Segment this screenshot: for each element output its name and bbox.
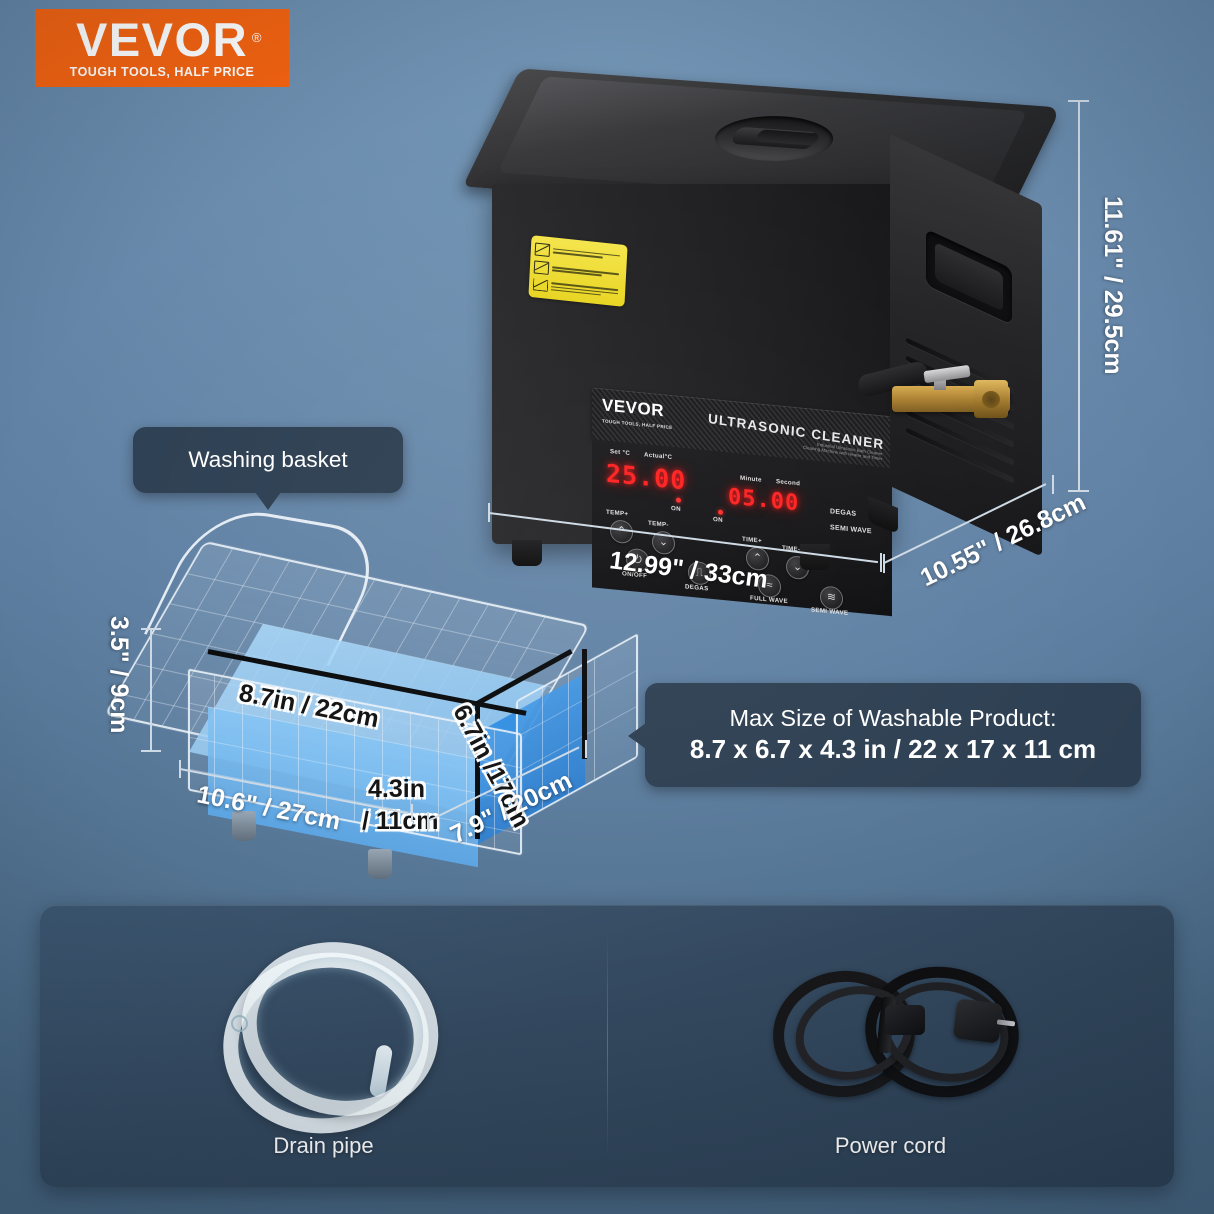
no-heat-icon	[533, 260, 550, 275]
warning-sticker	[528, 235, 628, 307]
power-cord-label: Power cord	[834, 1133, 947, 1158]
accessory-drain-pipe: Drain pipe	[40, 905, 607, 1187]
drain-valve	[856, 359, 1030, 432]
callout-pointer	[255, 492, 281, 510]
degas-indicator-label: DEGAS	[830, 508, 857, 518]
valve-lever-handle	[923, 364, 971, 384]
accessory-power-cord: Power cord	[607, 905, 1174, 1187]
callout-pointer	[628, 723, 646, 749]
plug-icon	[952, 998, 1016, 1044]
lid-handle-icon	[705, 112, 843, 165]
inner-height-edge	[475, 703, 480, 839]
second-label: Second	[776, 478, 801, 488]
temperature-display: 25.00	[606, 458, 687, 496]
panel-title: ULTRASONIC CLEANER	[707, 410, 885, 453]
temp-on-label: ON	[671, 504, 681, 513]
basket-foot	[232, 811, 256, 841]
panel-brand-tagline: TOUGH TOOLS, HALF PRICE	[602, 418, 673, 431]
washing-basket-callout: Washing basket	[133, 427, 403, 510]
basket-foot	[368, 849, 392, 879]
vevor-logo: VEVOR ® TOUGH TOOLS, HALF PRICE	[35, 9, 289, 87]
basket-height-label: 3.5" / 9cm	[105, 616, 133, 734]
coiled-tube-icon	[210, 921, 457, 1149]
semi-wave-label: SEMI WAVE	[811, 606, 849, 618]
drain-pipe-label: Drain pipe	[273, 1133, 374, 1158]
set-temp-label: Set °C	[610, 448, 631, 458]
machine-foot	[800, 544, 830, 570]
actual-temp-label: Actual°C	[644, 451, 673, 462]
time-on-label: ON	[713, 516, 723, 524]
time-on-led	[718, 509, 723, 515]
cleaner-body-front: VEVOR TOUGH TOOLS, HALF PRICE ULTRASONIC…	[492, 184, 892, 617]
temp-on-led	[676, 497, 681, 503]
brand-tagline: TOUGH TOOLS, HALF PRICE	[69, 64, 255, 79]
full-wave-label: FULL WAVE	[750, 594, 788, 606]
machine-foot	[512, 540, 542, 566]
accessories-divider	[607, 933, 608, 1159]
registered-mark: ®	[251, 29, 264, 45]
coiled-cord-icon	[766, 956, 1028, 1108]
minute-label: Minute	[740, 474, 762, 484]
ultrasonic-cleaner-unit: VEVOR TOUGH TOOLS, HALF PRICE ULTRASONIC…	[462, 68, 1090, 617]
machine-height-label: 11.61" / 29.5cm	[1099, 196, 1127, 375]
warning-row-3	[532, 278, 622, 300]
washing-basket	[104, 503, 640, 895]
basket-inner-height-label-line1: 4.3in	[368, 775, 425, 803]
carry-handle-icon	[926, 228, 1012, 325]
no-power-icon	[534, 242, 551, 257]
washing-basket-label: Washing basket	[188, 447, 348, 472]
cleaner-body-side	[890, 134, 1042, 557]
inner-back-edge	[582, 649, 587, 759]
brand-name: VEVOR ®	[75, 12, 264, 66]
max-size-callout: Max Size of Washable Product: 8.7 x 6.7 …	[628, 683, 1141, 787]
panel-brand-logo: VEVOR TOUGH TOOLS, HALF PRICE	[602, 395, 673, 436]
timer-display: 05.00	[728, 484, 800, 517]
drain-icon	[532, 278, 549, 293]
max-size-line2: 8.7 x 6.7 x 4.3 in / 22 x 17 x 11 cm	[689, 734, 1097, 765]
accessories-panel: Drain pipe Power cord	[40, 905, 1174, 1187]
temp-down-label: TEMP-	[648, 519, 669, 529]
max-size-line1: Max Size of Washable Product:	[729, 705, 1057, 732]
semi-wave-icon: ≋	[826, 590, 837, 604]
semi-wave-indicator-label: SEMI WAVE	[830, 524, 872, 536]
